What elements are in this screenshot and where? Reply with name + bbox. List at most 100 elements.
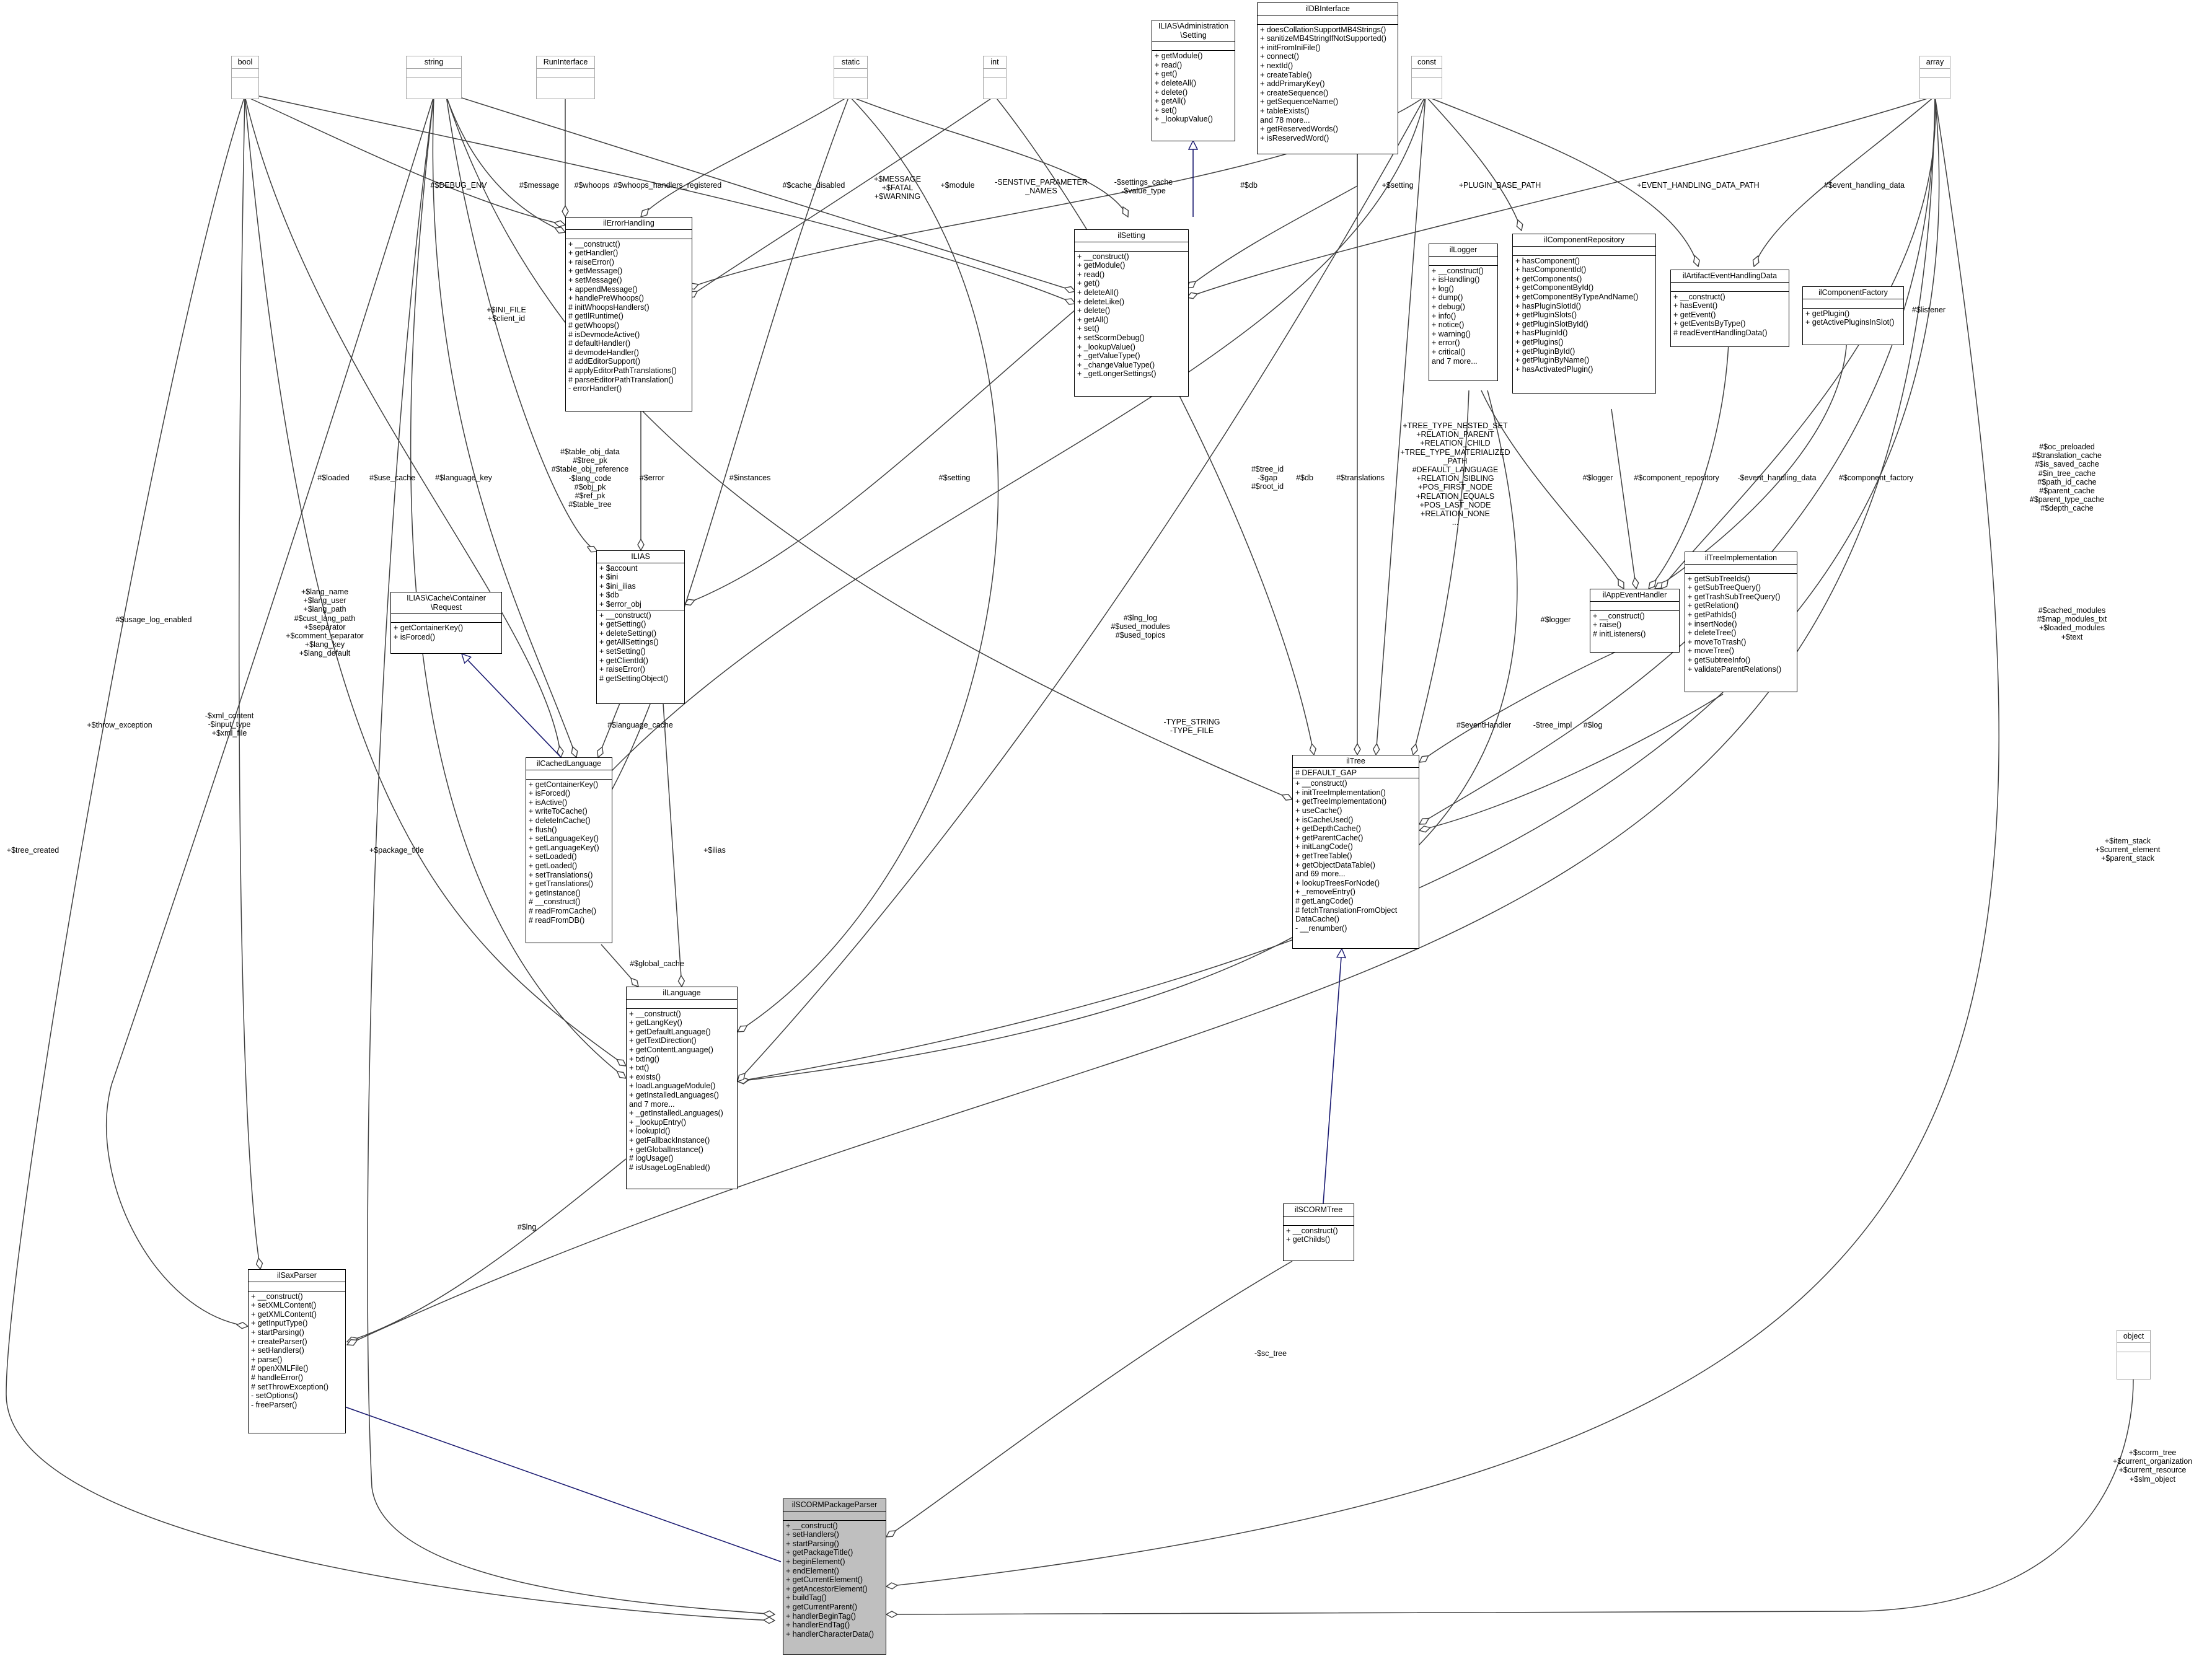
edge-string-saxparser [106, 95, 434, 1326]
class-administration-setting[interactable]: ILIAS\Administration \Setting + getModul… [1152, 20, 1235, 141]
class-title: ILIAS [597, 551, 684, 563]
edge-array-cachedlang [596, 95, 1426, 787]
class-attributes [232, 69, 258, 78]
class-illogger[interactable]: ilLogger + __construct() + isHandling() … [1429, 244, 1498, 381]
edge-bool-errorhandling [244, 95, 565, 225]
class-static[interactable]: static [834, 56, 868, 99]
class-bool[interactable]: bool [231, 56, 259, 99]
class-operations [232, 78, 258, 81]
class-ilscormpackageparser[interactable]: ilSCORMPackageParser + __construct() + s… [783, 1498, 886, 1655]
edge-array-packageparser [886, 95, 1999, 1586]
class-attributes [391, 614, 501, 623]
class-ilias[interactable]: ILIAS + $account + $ini + $ini_ilias + $… [596, 550, 685, 704]
edge-array-saxparser [347, 95, 1936, 1345]
class-ilcomponentrepository[interactable]: ilComponentRepository + hasComponent() +… [1512, 234, 1656, 394]
class-title: ilComponentFactory [1803, 287, 1903, 299]
edge-label: -TYPE_STRING -TYPE_FILE [1163, 718, 1220, 736]
class-iltreeimplementation[interactable]: ilTreeImplementation + getSubTreeIds() +… [1685, 552, 1797, 692]
edge-label: #$component_repository [1634, 473, 1719, 482]
class-attributes: # DEFAULT_GAP [1293, 768, 1419, 779]
edge-static-errorhandling [641, 95, 850, 217]
class-title: const [1412, 56, 1442, 69]
edge-ilsetting-ilias [684, 309, 1076, 604]
class-title: ILIAS\Administration \Setting [1152, 20, 1235, 42]
edge-label: #$usage_log_enabled [115, 615, 192, 624]
class-operations: + getContainerKey() + isForced() + isAct… [529, 780, 599, 925]
class-ilerrorhandling[interactable]: ilErrorHandling + __construct() + getHan… [565, 217, 692, 411]
class-runinterface[interactable]: RunInterface [536, 56, 595, 99]
class-ilscormtree[interactable]: ilSCORMTree + __construct() + getChilds(… [1283, 1204, 1354, 1261]
edge-int-errorhandling [688, 95, 995, 297]
class-attributes: + $account + $ini + $ini_ilias + $db + $… [597, 563, 684, 610]
class-const[interactable]: const [1411, 56, 1442, 99]
class-attributes [1685, 565, 1797, 574]
edge-label: #$message [519, 181, 560, 190]
class-illanguage[interactable]: ilLanguage + __construct() + getLangKey(… [626, 987, 738, 1189]
class-operations [537, 78, 594, 81]
edge-label: #$use_cache [369, 473, 416, 482]
edge-int-iltree [994, 95, 1314, 755]
edge-label: #$whoops [574, 181, 610, 190]
class-operations: + getContainerKey() + isForced() [394, 623, 464, 641]
edge-label: -SENSTIVE_PARAMETER _NAMES [995, 178, 1088, 196]
class-title: ilArtifactEventHandlingData [1671, 270, 1789, 283]
class-operations [1920, 78, 1950, 81]
class-attributes [1671, 283, 1789, 292]
class-attributes [1920, 69, 1950, 78]
edge-bool-cachedlang [244, 95, 561, 757]
class-attributes [526, 770, 612, 780]
class-attributes [1152, 42, 1235, 51]
class-cache-container-request[interactable]: ILIAS\Cache\Container \Request + getCont… [390, 592, 502, 654]
class-iltree[interactable]: ilTree # DEFAULT_GAP + __construct() + i… [1292, 755, 1419, 949]
class-ildbinterface[interactable]: ilDBInterface + doesCollationSupportMB4S… [1257, 2, 1398, 154]
class-attributes [984, 69, 1006, 78]
class-ilsetting[interactable]: ilSetting + __construct() + getModule() … [1074, 229, 1189, 397]
edge-string-iltree [446, 95, 1292, 799]
class-ilartifacteventhandlingdata[interactable]: ilArtifactEventHandlingData + __construc… [1670, 270, 1789, 347]
edge-label: #$lng_log #$used_modules #$used_topics [1111, 614, 1170, 640]
class-ilcachedlanguage[interactable]: ilCachedLanguage + getContainerKey() + i… [526, 757, 612, 943]
inherit-scormtree-iltree [1323, 949, 1342, 1204]
edge-array-illanguage [738, 95, 1940, 1081]
class-ilappeventhandler[interactable]: ilAppEventHandler + __construct() + rais… [1590, 589, 1680, 653]
edge-label: +$module [940, 181, 975, 190]
edge-label: #$DEBUG_ENV [430, 181, 487, 190]
class-object[interactable]: object [2117, 1330, 2151, 1380]
class-title: ilCachedLanguage [526, 758, 612, 770]
edge-ilias-illanguage [663, 703, 682, 987]
edge-static-illanguage [738, 95, 999, 1032]
class-attributes [1429, 257, 1497, 266]
edge-bool-saxparser [239, 95, 260, 1269]
class-operations: + __construct() + getSetting() + deleteS… [599, 610, 669, 683]
edge-label: #$log [1583, 721, 1603, 729]
class-ilcomponentfactory[interactable]: ilComponentFactory + getPlugin() + getAc… [1802, 286, 1904, 345]
class-title: string [407, 56, 461, 69]
class-string[interactable]: string [406, 56, 462, 99]
edge-label: #$language_key [435, 473, 492, 482]
class-title: ilComponentRepository [1513, 234, 1655, 247]
class-operations: + __construct() + getChilds() [1286, 1226, 1338, 1244]
class-int[interactable]: int [983, 56, 1007, 99]
class-operations [1412, 78, 1442, 81]
edge-object-packageparser [886, 1379, 2134, 1614]
class-title: ilSaxParser [249, 1270, 345, 1282]
class-attributes [537, 69, 594, 78]
class-operations [2117, 1352, 2150, 1355]
edge-label: #$eventHandler [1456, 721, 1512, 729]
class-title: int [984, 56, 1006, 69]
class-ilsaxparser[interactable]: ilSaxParser + __construct() + setXMLCont… [248, 1269, 346, 1433]
edge-array-artifact [1754, 95, 1936, 266]
edge-label: +$setting [1381, 181, 1414, 190]
class-attributes [1412, 69, 1442, 78]
class-attributes [1075, 242, 1188, 252]
class-title: object [2117, 1331, 2150, 1343]
class-operations: + doesCollationSupportMB4Strings() + san… [1260, 25, 1386, 143]
class-title: static [834, 56, 867, 69]
edge-compfactory-appevent [1655, 333, 1848, 589]
edge-label: +$scorm_tree +$current_organization +$cu… [2112, 1448, 2193, 1484]
edge-label: +$INI_FILE +$client_id [487, 306, 526, 323]
edge-cachedlang-illanguage [601, 944, 638, 987]
class-title: ILIAS\Cache\Container \Request [391, 592, 501, 614]
class-title: ilDBInterface [1258, 3, 1398, 15]
class-array[interactable]: array [1919, 56, 1950, 99]
